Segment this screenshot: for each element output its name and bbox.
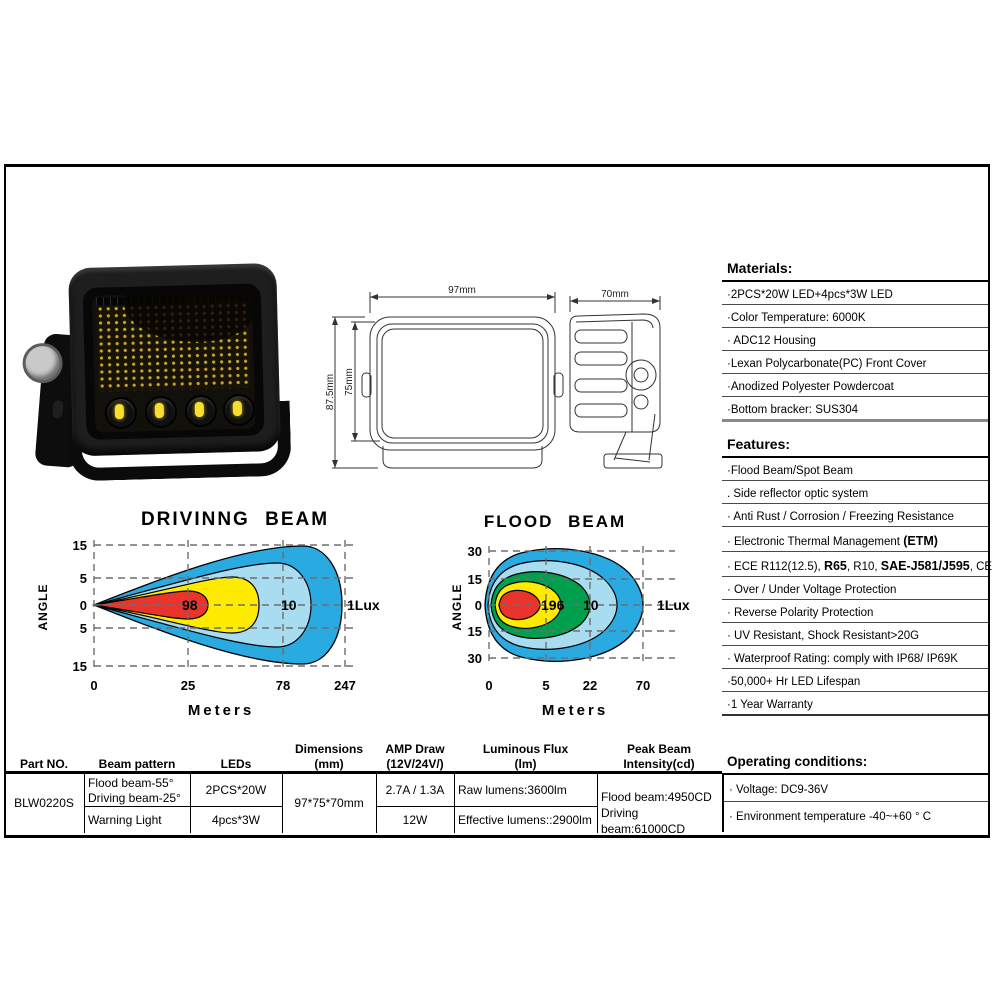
material-item: ·Color Temperature: 6000K bbox=[722, 305, 988, 328]
lux-1-label: 1Lux bbox=[347, 597, 380, 613]
leds-row2: 4pcs*3W bbox=[211, 813, 261, 827]
y-tick: 0 bbox=[475, 598, 482, 613]
feature-item: ·50,000+ Hr LED Lifespan bbox=[722, 669, 988, 692]
feature-item: · UV Resistant, Shock Resistant>20G bbox=[722, 623, 988, 646]
x-tick: 247 bbox=[334, 678, 356, 693]
x-tick: 70 bbox=[636, 678, 650, 693]
y-tick: 15 bbox=[73, 538, 87, 553]
y-tick: 15 bbox=[468, 624, 482, 639]
reflector-grid bbox=[96, 291, 256, 392]
materials-heading: Materials: bbox=[722, 257, 988, 282]
angle-axis-label: ANGLE bbox=[450, 584, 464, 631]
x-tick: 0 bbox=[485, 678, 492, 693]
material-item: ·2PCS*20W LED+4pcs*3W LED bbox=[722, 282, 988, 305]
dim-inner-height-label: 75mm bbox=[344, 368, 355, 396]
lux-10-label: 10 bbox=[281, 597, 297, 613]
flood-beam-chart: 196 10 1Lux 30 15 0 15 30 0 5 22 70 ANGL… bbox=[450, 544, 690, 719]
beam-pattern-row1: Flood beam-55°Driving beam-25° bbox=[88, 776, 181, 805]
sheet-border bbox=[4, 164, 990, 838]
x-tick: 22 bbox=[583, 678, 597, 693]
operating-item: · Voltage: DC9-36V bbox=[724, 775, 988, 802]
feature-item: · ECE R112(12.5), R65, R10, SAE-J581/J59… bbox=[722, 552, 992, 577]
feature-item: ·Flood Beam/Spot Beam bbox=[722, 458, 988, 481]
y-tick: 5 bbox=[80, 621, 87, 636]
x-tick: 5 bbox=[542, 678, 549, 693]
side-view-drawing: 70mm bbox=[569, 289, 663, 469]
x-tick: 78 bbox=[276, 678, 290, 693]
leds-row1: 2PCS*20W bbox=[205, 783, 267, 797]
y-tick: 0 bbox=[80, 598, 87, 613]
feature-item: . Side reflector optic system bbox=[722, 481, 988, 504]
col-header-part-no: Part NO. bbox=[19, 757, 68, 771]
lux-1-label: 1Lux bbox=[657, 597, 690, 613]
feature-item: · Anti Rust / Corrosion / Freezing Resis… bbox=[722, 504, 988, 527]
warning-led bbox=[104, 396, 138, 430]
lux-98-label: 98 bbox=[182, 597, 198, 613]
amp-row1: 2.7A / 1.3A bbox=[385, 783, 445, 797]
col-header-beam: Beam pattern bbox=[98, 757, 176, 771]
flux-row1: Raw lumens:3600lm bbox=[458, 783, 567, 797]
part-no-value: BLW0220S bbox=[14, 796, 74, 810]
features-heading: Features: bbox=[722, 433, 988, 458]
col-header-flux: Luminous Flux(lm) bbox=[482, 742, 569, 771]
meters-axis-label: Meters bbox=[188, 702, 254, 719]
beam-pattern-row2: Warning Light bbox=[88, 813, 162, 827]
warning-led bbox=[144, 395, 178, 429]
lux-196-label: 196 bbox=[541, 597, 565, 613]
flood-beam-title: FLOOD BEAM bbox=[483, 512, 627, 531]
operating-heading: Operating conditions: bbox=[722, 751, 988, 775]
material-item: · ADC12 Housing bbox=[722, 328, 988, 351]
col-header-leds: LEDs bbox=[220, 757, 252, 771]
feature-item: · Waterproof Rating: comply with IP68/ I… bbox=[722, 646, 988, 669]
x-tick: 0 bbox=[90, 678, 97, 693]
feature-item: ·1 Year Warranty bbox=[722, 692, 988, 716]
lamp-housing bbox=[68, 262, 281, 457]
warning-led bbox=[184, 394, 218, 428]
flux-row2: Effective lumens::2900lm bbox=[458, 813, 592, 827]
angle-axis-label: ANGLE bbox=[36, 584, 50, 631]
feature-item: · Over / Under Voltage Protection bbox=[722, 577, 988, 600]
x-tick: 25 bbox=[181, 678, 195, 693]
meters-axis-label: Meters bbox=[542, 702, 608, 719]
table-header-rule bbox=[4, 771, 722, 774]
driving-beam-chart: 98 10 1Lux 15 5 0 5 15 0 25 78 247 ANGLE… bbox=[36, 538, 380, 719]
dimensions-value: 97*75*70mm bbox=[294, 796, 364, 810]
product-photo bbox=[10, 186, 310, 492]
operating-item: · Environment temperature -40~+60 ° C bbox=[729, 811, 932, 823]
warning-led bbox=[222, 393, 256, 427]
feature-item: · Electronic Thermal Management (ETM) bbox=[722, 527, 988, 552]
driving-beam-title: DRIVINNG BEAM bbox=[140, 509, 330, 530]
warning-led-row bbox=[98, 392, 256, 430]
col-header-amp: AMP Draw(12V/24V/) bbox=[385, 742, 445, 771]
material-item: ·Bottom bracker: SUS304 bbox=[722, 397, 988, 422]
material-item: ·Anodized Polyester Powdercoat bbox=[722, 374, 988, 397]
y-tick: 15 bbox=[468, 572, 482, 587]
lux-10-label: 10 bbox=[583, 597, 599, 613]
dim-width-label: 97mm bbox=[448, 285, 476, 296]
y-tick: 5 bbox=[80, 571, 87, 586]
materials-section: Materials: ·2PCS*20W LED+4pcs*3W LED ·Co… bbox=[722, 257, 988, 422]
features-section: Features: ·Flood Beam/Spot Beam . Side r… bbox=[722, 433, 992, 716]
material-item: ·Lexan Polycarbonate(PC) Front Cover bbox=[722, 351, 988, 374]
dim-outer-height-label: 87.5mm bbox=[325, 374, 336, 410]
y-tick: 15 bbox=[73, 659, 87, 674]
y-tick: 30 bbox=[468, 651, 482, 666]
front-view-drawing: 97mm 87.5mm 75mm bbox=[325, 285, 564, 469]
amp-row2: 12W bbox=[402, 813, 428, 827]
dim-side-width-label: 70mm bbox=[601, 289, 629, 300]
col-header-dimensions: Dimensions(mm) bbox=[294, 742, 363, 771]
y-tick: 30 bbox=[468, 544, 482, 559]
feature-item: · Reverse Polarity Protection bbox=[722, 600, 988, 623]
operating-conditions-section: Operating conditions: · Voltage: DC9-36V… bbox=[722, 751, 988, 832]
